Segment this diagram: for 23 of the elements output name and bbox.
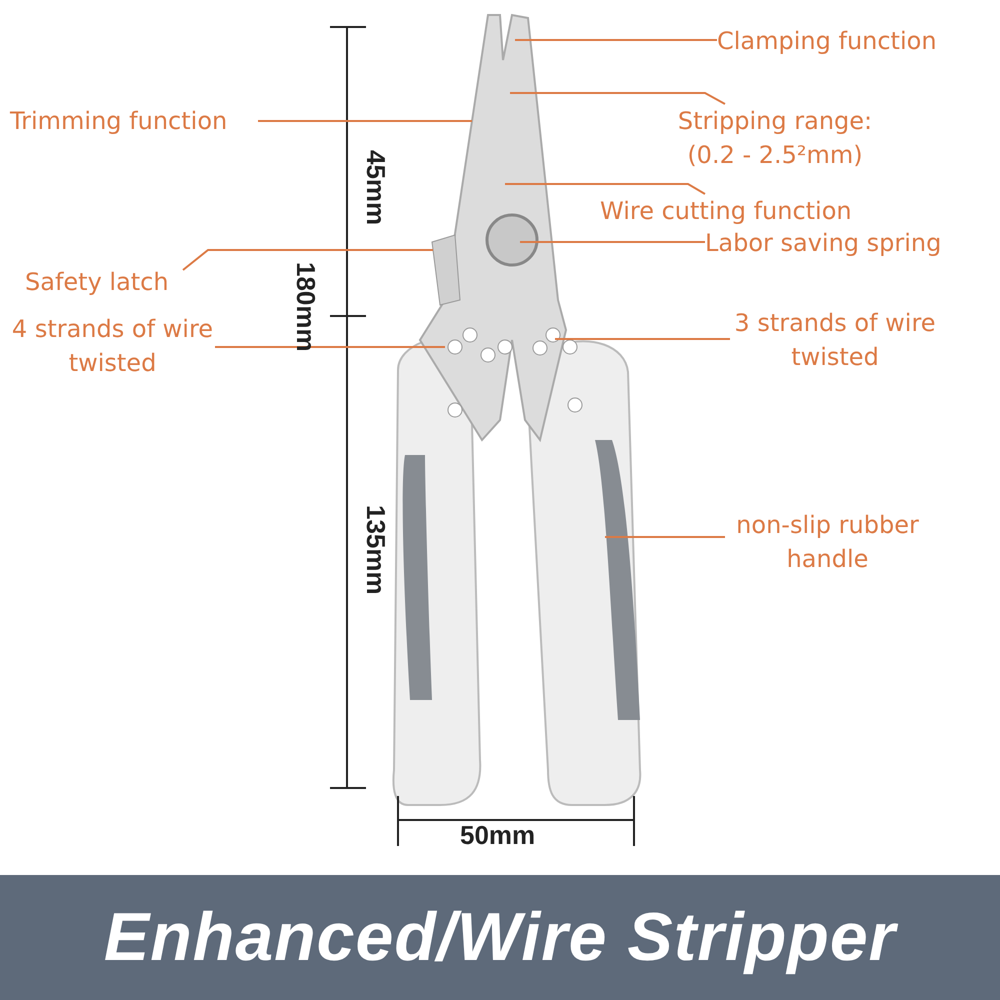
- leader-line: [520, 241, 705, 243]
- leader-line: [258, 120, 472, 122]
- callout-label: non-slip rubber handle: [725, 508, 930, 576]
- leader-line: [555, 338, 730, 340]
- dimension-label: 45mm: [360, 150, 391, 226]
- callout-label: Trimming function: [10, 104, 260, 138]
- dimension-label: 50mm: [460, 820, 536, 851]
- callout-label: 3 strands of wire twisted: [730, 306, 940, 374]
- leader-line: [505, 183, 706, 195]
- callout-label: Labor saving spring: [705, 226, 980, 260]
- leader-line: [215, 346, 445, 348]
- callout-label: Stripping range: (0.2 - 2.5²mm): [655, 104, 895, 172]
- leader-line: [510, 92, 726, 105]
- title-banner: Enhanced/Wire Stripper: [0, 875, 1000, 1000]
- leader-line: [515, 39, 717, 41]
- dimension-label: 180mm: [290, 262, 321, 352]
- dimension-label: 135mm: [360, 505, 391, 595]
- callout-label: 4 strands of wire twisted: [10, 312, 215, 380]
- callout-label: Clamping function: [717, 24, 977, 58]
- callout-label: Wire cutting function: [600, 194, 890, 228]
- leader-line: [182, 249, 433, 271]
- callout-label: Safety latch: [25, 265, 185, 299]
- leader-line: [605, 536, 725, 538]
